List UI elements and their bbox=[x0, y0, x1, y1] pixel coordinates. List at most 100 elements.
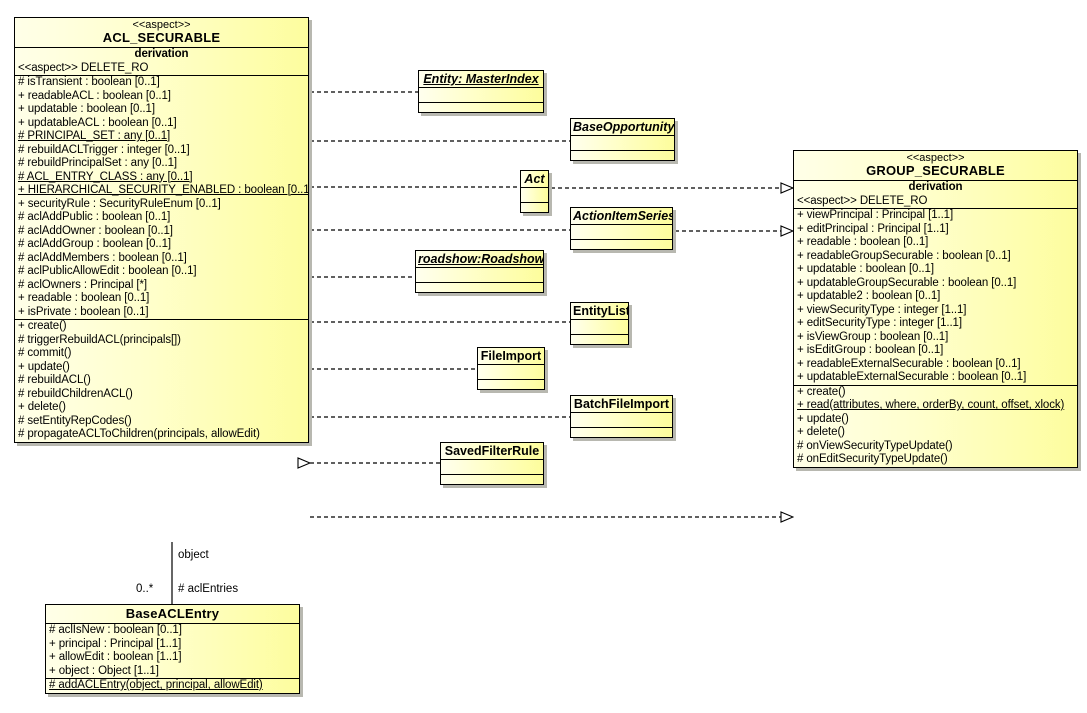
operation-row: + update() bbox=[18, 360, 70, 373]
operation-row: + create() bbox=[797, 385, 846, 398]
attributes-section-base-acl-entry: # aclIsNew : boolean [0..1]+ principal :… bbox=[46, 624, 299, 679]
attributes-section bbox=[441, 460, 543, 475]
attribute-row: + readableExternalSecurable : boolean [0… bbox=[797, 357, 1021, 370]
attribute-row: + updatableExternalSecurable : boolean [… bbox=[797, 371, 1027, 383]
operations-section bbox=[416, 283, 543, 292]
operations-section-acl-securable: + create()# triggerRebuildACL(principals… bbox=[15, 320, 308, 442]
attribute-row: + object : Object [1..1] bbox=[49, 664, 159, 677]
operation-row: # rebuildACL() bbox=[18, 374, 91, 386]
derivation-value: <<aspect>> DELETE_RO bbox=[18, 61, 149, 74]
attributes-section-group-securable: + viewPrincipal : Principal [1..1]+ edit… bbox=[794, 209, 1077, 386]
attribute-row: # aclAddMembers : boolean [0..1] bbox=[18, 251, 187, 264]
operation-row: + update() bbox=[797, 412, 849, 425]
operations-section bbox=[521, 203, 548, 212]
attribute-row: + isPrivate : boolean [0..1] bbox=[18, 305, 149, 318]
operations-section bbox=[441, 475, 543, 484]
class-name: BaseACLEntry bbox=[125, 606, 220, 621]
class-header-group-securable: <<aspect>> GROUP_SECURABLE bbox=[794, 151, 1077, 181]
operation-row: # rebuildChildrenACL() bbox=[18, 387, 133, 400]
attributes-section bbox=[571, 413, 672, 428]
class-name: ActionItemSeries bbox=[571, 209, 673, 225]
class-name: roadshow:Roadshow bbox=[416, 252, 544, 268]
class-baseopportunity[interactable]: BaseOpportunity bbox=[570, 118, 675, 161]
attribute-row: + readable : boolean [0..1] bbox=[797, 236, 929, 248]
attribute-row: # ACL_ENTRY_CLASS : any [0..1] bbox=[18, 170, 193, 183]
attributes-section bbox=[571, 320, 628, 335]
stereotype-label: <<aspect>> bbox=[906, 152, 965, 164]
operations-section bbox=[419, 103, 543, 112]
attribute-row: # rebuildPrincipalSet : any [0..1] bbox=[18, 157, 177, 169]
class-name: Act bbox=[521, 171, 548, 188]
class-acl-securable[interactable]: <<aspect>> ACL_SECURABLE derivation <<as… bbox=[14, 17, 309, 443]
association-multiplicity-label: 0..* bbox=[136, 583, 154, 595]
class-act[interactable]: Act bbox=[520, 170, 549, 213]
derivation-value: <<aspect>> DELETE_RO bbox=[797, 194, 928, 207]
operation-row: # onEditSecurityTypeUpdate() bbox=[797, 453, 948, 465]
operation-row: # setEntityRepCodes() bbox=[18, 414, 132, 427]
attribute-row: + updatable : boolean [0..1] bbox=[797, 263, 934, 275]
attribute-row: + isEditGroup : boolean [0..1] bbox=[797, 344, 944, 356]
operations-section bbox=[571, 151, 674, 160]
class-name: GROUP_SECURABLE bbox=[866, 163, 1005, 178]
operation-row: + delete() bbox=[797, 426, 845, 438]
class-entity-masterindex[interactable]: Entity: MasterIndex bbox=[418, 70, 544, 113]
attribute-row: + updatable : boolean [0..1] bbox=[18, 103, 155, 115]
class-entitylist[interactable]: EntityList bbox=[570, 302, 629, 345]
attribute-row: # rebuildACLTrigger : integer [0..1] bbox=[18, 143, 190, 156]
class-base-acl-entry[interactable]: BaseACLEntry # aclIsNew : boolean [0..1]… bbox=[45, 604, 300, 694]
attribute-row: + editPrincipal : Principal [1..1] bbox=[797, 222, 949, 235]
derivation-section-group-securable: derivation <<aspect>> DELETE_RO bbox=[794, 181, 1077, 209]
attribute-row: + isViewGroup : boolean [0..1] bbox=[797, 330, 949, 343]
class-actionitemseries[interactable]: ActionItemSeries bbox=[570, 207, 673, 250]
attribute-row: + readable : boolean [0..1] bbox=[18, 292, 150, 304]
attributes-section bbox=[521, 188, 548, 203]
attribute-row: + HIERARCHICAL_SECURITY_ENABLED : boolea… bbox=[18, 184, 309, 196]
operations-section-base-acl-entry: # addACLEntry(object, principal, allowEd… bbox=[46, 679, 299, 693]
operation-row: # propagateACLToChildren(principals, all… bbox=[18, 428, 260, 440]
class-savedfilterrule[interactable]: SavedFilterRule bbox=[440, 442, 544, 485]
operation-row: + delete() bbox=[18, 401, 66, 413]
operation-row: + read(attributes, where, orderBy, count… bbox=[797, 399, 1065, 411]
attributes-section-acl-securable: # isTransient : boolean [0..1]+ readable… bbox=[15, 76, 308, 320]
derivation-label: derivation bbox=[134, 48, 189, 60]
class-name: SavedFilterRule bbox=[441, 443, 543, 460]
derivation-section-acl-securable: derivation <<aspect>> DELETE_RO bbox=[15, 48, 308, 76]
operation-row: + create() bbox=[18, 320, 67, 332]
class-name: Entity: MasterIndex bbox=[419, 71, 543, 88]
attribute-row: + allowEdit : boolean [1..1] bbox=[49, 651, 182, 663]
class-name: BaseOpportunity bbox=[571, 120, 675, 136]
operations-section-group-securable: + create()+ read(attributes, where, orde… bbox=[794, 386, 1077, 467]
class-header-base-acl-entry: BaseACLEntry bbox=[46, 605, 299, 624]
attribute-row: + viewSecurityType : integer [1..1] bbox=[797, 303, 967, 316]
operations-section bbox=[571, 240, 672, 249]
attribute-row: # aclAddOwner : boolean [0..1] bbox=[18, 224, 173, 237]
attribute-row: + readableACL : boolean [0..1] bbox=[18, 89, 171, 102]
attribute-row: # aclAddGroup : boolean [0..1] bbox=[18, 238, 171, 250]
class-batchfileimport[interactable]: BatchFileImport bbox=[570, 395, 673, 438]
attribute-row: # aclAddPublic : boolean [0..1] bbox=[18, 211, 171, 223]
class-header-acl-securable: <<aspect>> ACL_SECURABLE bbox=[15, 18, 308, 48]
attribute-row: + securityRule : SecurityRuleEnum [0..1] bbox=[18, 197, 221, 210]
class-name: ACL_SECURABLE bbox=[102, 30, 221, 45]
attribute-row: + viewPrincipal : Principal [1..1] bbox=[797, 209, 954, 221]
attribute-row: + readableGroupSecurable : boolean [0..1… bbox=[797, 249, 1011, 262]
attributes-section bbox=[571, 136, 674, 151]
attributes-section bbox=[416, 268, 543, 283]
attribute-row: # isTransient : boolean [0..1] bbox=[18, 76, 160, 88]
attribute-row: + editSecurityType : integer [1..1] bbox=[797, 317, 962, 329]
class-name: FileImport bbox=[478, 348, 544, 365]
stereotype-label: <<aspect>> bbox=[132, 19, 191, 31]
class-roadshow-roadshow[interactable]: roadshow:Roadshow bbox=[415, 250, 544, 293]
class-group-securable[interactable]: <<aspect>> GROUP_SECURABLE derivation <<… bbox=[793, 150, 1078, 468]
attribute-row: # PRINCIPAL_SET : any [0..1] bbox=[18, 130, 171, 142]
attribute-row: # aclIsNew : boolean [0..1] bbox=[49, 624, 182, 636]
class-fileimport[interactable]: FileImport bbox=[477, 347, 545, 390]
attribute-row: # aclPublicAllowEdit : boolean [0..1] bbox=[18, 265, 197, 277]
attribute-row: + updatableGroupSecurable : boolean [0..… bbox=[797, 276, 1017, 289]
attribute-row: + updatable2 : boolean [0..1] bbox=[797, 290, 941, 302]
association-role-label-aclentries: # aclEntries bbox=[178, 583, 239, 595]
operation-row: # commit() bbox=[18, 347, 72, 359]
attribute-row: # aclOwners : Principal [*] bbox=[18, 278, 147, 291]
